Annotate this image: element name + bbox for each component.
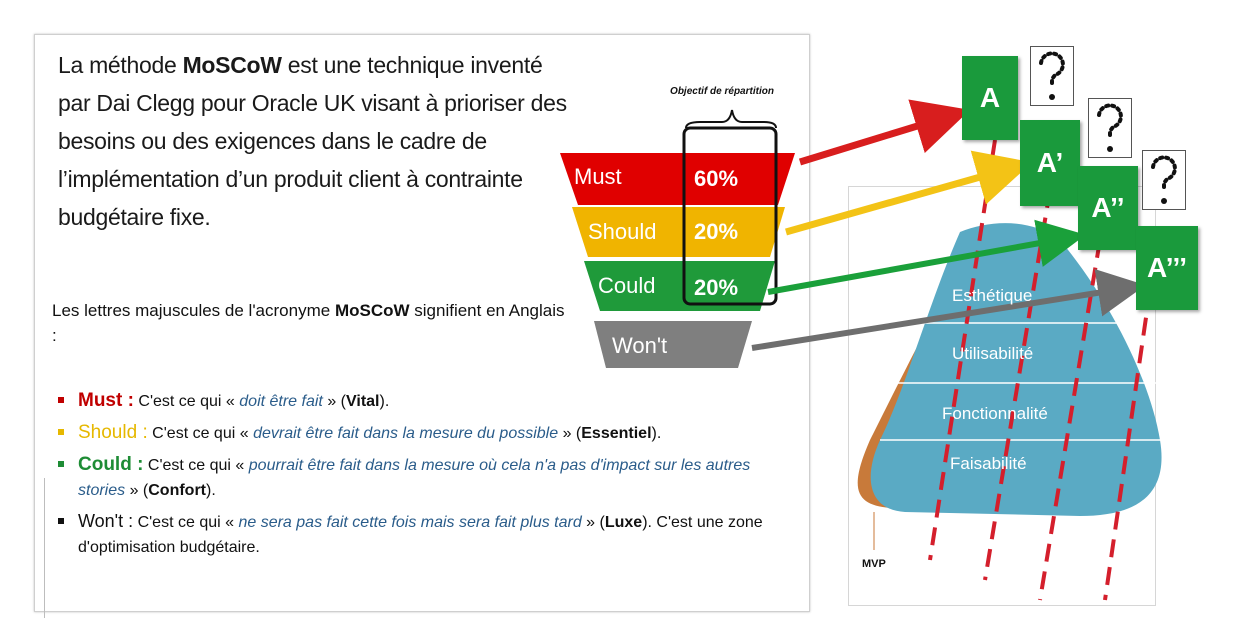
bullet-tag: Confort xyxy=(148,482,207,499)
dashed-line xyxy=(928,139,997,561)
bullet-keyword: Could : xyxy=(78,454,144,475)
arrow-should xyxy=(785,150,1033,236)
question-mark-icon xyxy=(1088,98,1132,158)
bullet-square-icon xyxy=(58,461,64,467)
panel-left-tick xyxy=(44,478,45,618)
bullet-keyword: Won't : xyxy=(78,511,134,531)
dashed-line xyxy=(1103,289,1152,601)
version-box-a-third: A’’’ xyxy=(1136,226,1198,310)
pyramid-layer-esthetique: Esthétique xyxy=(952,286,1033,305)
bullet-square-icon xyxy=(58,397,64,403)
pyramid-layer-utilisabilite: Utilisabilité xyxy=(952,344,1034,363)
arrow-must xyxy=(798,99,971,166)
bullet-should: Should : C'est ce qui « devrait être fai… xyxy=(52,420,792,446)
percentage-frame xyxy=(682,126,778,306)
intro-brand: MoSCoW xyxy=(182,52,282,78)
bullet-tag: Vital xyxy=(346,393,380,410)
bullet-keyword: Must : xyxy=(78,390,134,411)
version-box-a: A xyxy=(962,56,1018,140)
bullet-keyword: Should : xyxy=(78,422,148,443)
acronym-subheading: Les lettres majuscules de l'acronyme MoS… xyxy=(52,298,572,348)
objectif-label: Objectif de répartition xyxy=(670,86,774,97)
funnel-bar-must xyxy=(560,153,795,205)
priority-bullet-list: Must : C'est ce qui « doit être fait » (… xyxy=(52,388,792,566)
question-mark-icon xyxy=(1030,46,1074,106)
pyramid-layer-fonctionnalite: Fonctionnalité xyxy=(942,404,1048,423)
bullet-square-icon xyxy=(58,429,64,435)
bullet-post: » ( xyxy=(558,425,582,442)
funnel-label-could: Could xyxy=(598,273,656,298)
bullet-could: Could : C'est ce qui « pourrait être fai… xyxy=(52,452,792,503)
arrow-wont xyxy=(751,269,1146,351)
bullet-pre: C'est ce qui « xyxy=(133,514,239,531)
funnel-bar-should xyxy=(572,207,785,257)
subhead-brand: MoSCoW xyxy=(334,301,410,320)
bullet-post: » ( xyxy=(322,393,346,410)
bullet-end: ). xyxy=(206,482,216,499)
bullet-quote: ne sera pas fait cette fois mais sera fa… xyxy=(238,514,582,531)
funnel-pct-should: 20% xyxy=(694,219,739,244)
objectif-brace xyxy=(685,109,777,129)
pyramid-layer-faisabilite: Faisabilité xyxy=(950,454,1027,473)
bullet-post: » ( xyxy=(581,514,605,531)
bullet-end: ). C'est une zone d'optimisation budgéta… xyxy=(78,514,763,556)
arrow-could xyxy=(767,219,1086,295)
bullet-quote: pourrait être fait dans la mesure où cel… xyxy=(78,457,751,499)
intro-text-2: est une technique inventé par Dai Clegg … xyxy=(58,52,567,230)
subhead-text-2: signifient en Anglais : xyxy=(52,301,565,345)
bullet-quote: devrait être fait dans la mesure du poss… xyxy=(253,425,559,442)
bullet-wont: Won't : C'est ce qui « ne sera pas fait … xyxy=(52,509,792,560)
bullet-tag: Essentiel xyxy=(581,425,652,442)
bullet-must: Must : C'est ce qui « doit être fait » (… xyxy=(52,388,792,414)
bullet-pre: C'est ce qui « xyxy=(143,457,249,474)
bullet-square-icon xyxy=(58,518,64,524)
bullet-tag: Luxe xyxy=(604,514,643,531)
bullet-post: » ( xyxy=(125,482,149,499)
funnel-label-must: Must xyxy=(574,164,622,189)
bullet-end: ). xyxy=(651,425,662,442)
funnel-pct-could: 20% xyxy=(694,275,739,300)
intro-paragraph: La méthode MoSCoW est une technique inve… xyxy=(58,46,578,236)
funnel-pct-must: 60% xyxy=(694,166,739,191)
dashed-line xyxy=(1038,239,1102,601)
bullet-pre: C'est ce qui « xyxy=(133,393,240,410)
subhead-text-1: Les lettres majuscules de l'acronyme xyxy=(52,301,335,320)
mvp-label: MVP xyxy=(862,558,886,570)
bullet-quote: doit être fait xyxy=(239,393,323,410)
funnel-bar-could xyxy=(584,261,775,311)
bullet-pre: C'est ce qui « xyxy=(147,425,254,442)
intro-text-1: La méthode xyxy=(58,52,183,78)
question-mark-icon xyxy=(1142,150,1186,210)
funnel-label-wont: Won't xyxy=(612,333,668,358)
version-box-a-prime: A’ xyxy=(1020,120,1080,206)
funnel-label-should: Should xyxy=(588,219,657,244)
version-box-a-second: A’’ xyxy=(1078,166,1138,250)
funnel-bar-wont xyxy=(594,321,752,368)
bullet-end: ). xyxy=(379,393,390,410)
